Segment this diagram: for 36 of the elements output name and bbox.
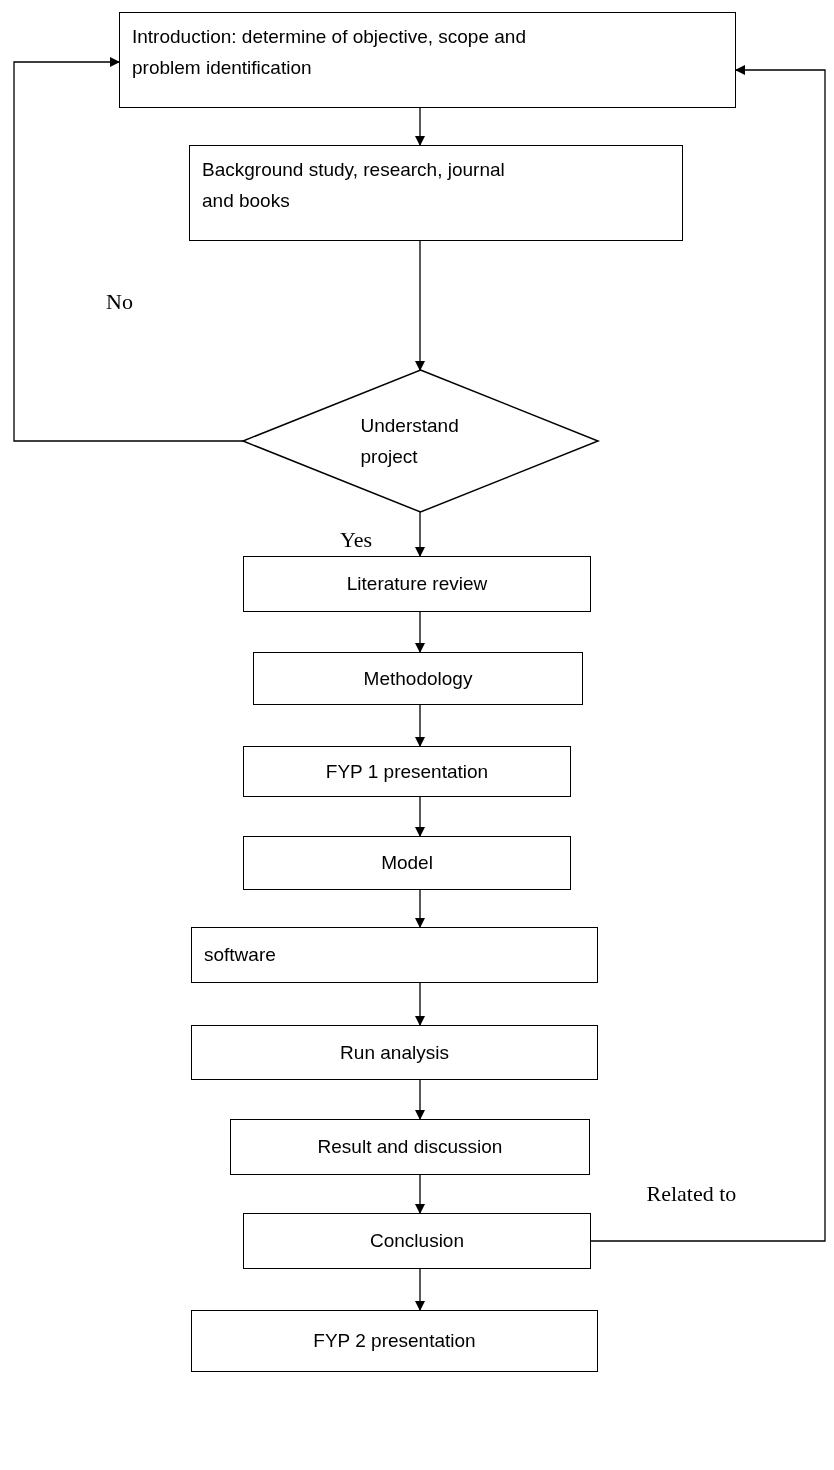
arrow [415, 1079, 425, 1120]
process-box [243, 746, 571, 797]
box-text: Understand project [360, 413, 460, 469]
process-box [189, 145, 683, 241]
process-box [191, 927, 598, 983]
box-text: Methodology [363, 666, 473, 691]
box-text: Background study, research, journal and books [202, 158, 506, 214]
arrow [415, 889, 425, 928]
box-text: software [204, 943, 276, 968]
arrow [590, 65, 826, 1242]
arrow [415, 611, 425, 653]
box-text: Conclusion [370, 1229, 464, 1254]
box-text: Run analysis [340, 1040, 449, 1065]
process-box [253, 652, 583, 705]
box-text: Result and discussion [317, 1135, 503, 1160]
box-text: FYP 2 presentation [313, 1329, 476, 1354]
arrow [415, 796, 425, 837]
box-text: Model [381, 851, 433, 876]
process-box [230, 1119, 590, 1175]
process-box [243, 836, 571, 890]
arrow [415, 1268, 425, 1311]
arrow [415, 511, 425, 557]
process-box [119, 12, 736, 108]
arrow [415, 982, 425, 1026]
box-text: Literature review [346, 572, 488, 597]
box-text: FYP 1 presentation [325, 759, 489, 784]
arrow [415, 240, 425, 371]
process-box [191, 1310, 598, 1372]
arrow [415, 107, 425, 146]
box-text: Introduction: determine of objective, scope and problem identification [132, 25, 527, 81]
arrow [415, 704, 425, 747]
arrow [415, 1174, 425, 1214]
arrow [13, 57, 244, 442]
process-box [243, 1213, 591, 1269]
process-box [243, 556, 591, 612]
process-box [191, 1025, 598, 1080]
